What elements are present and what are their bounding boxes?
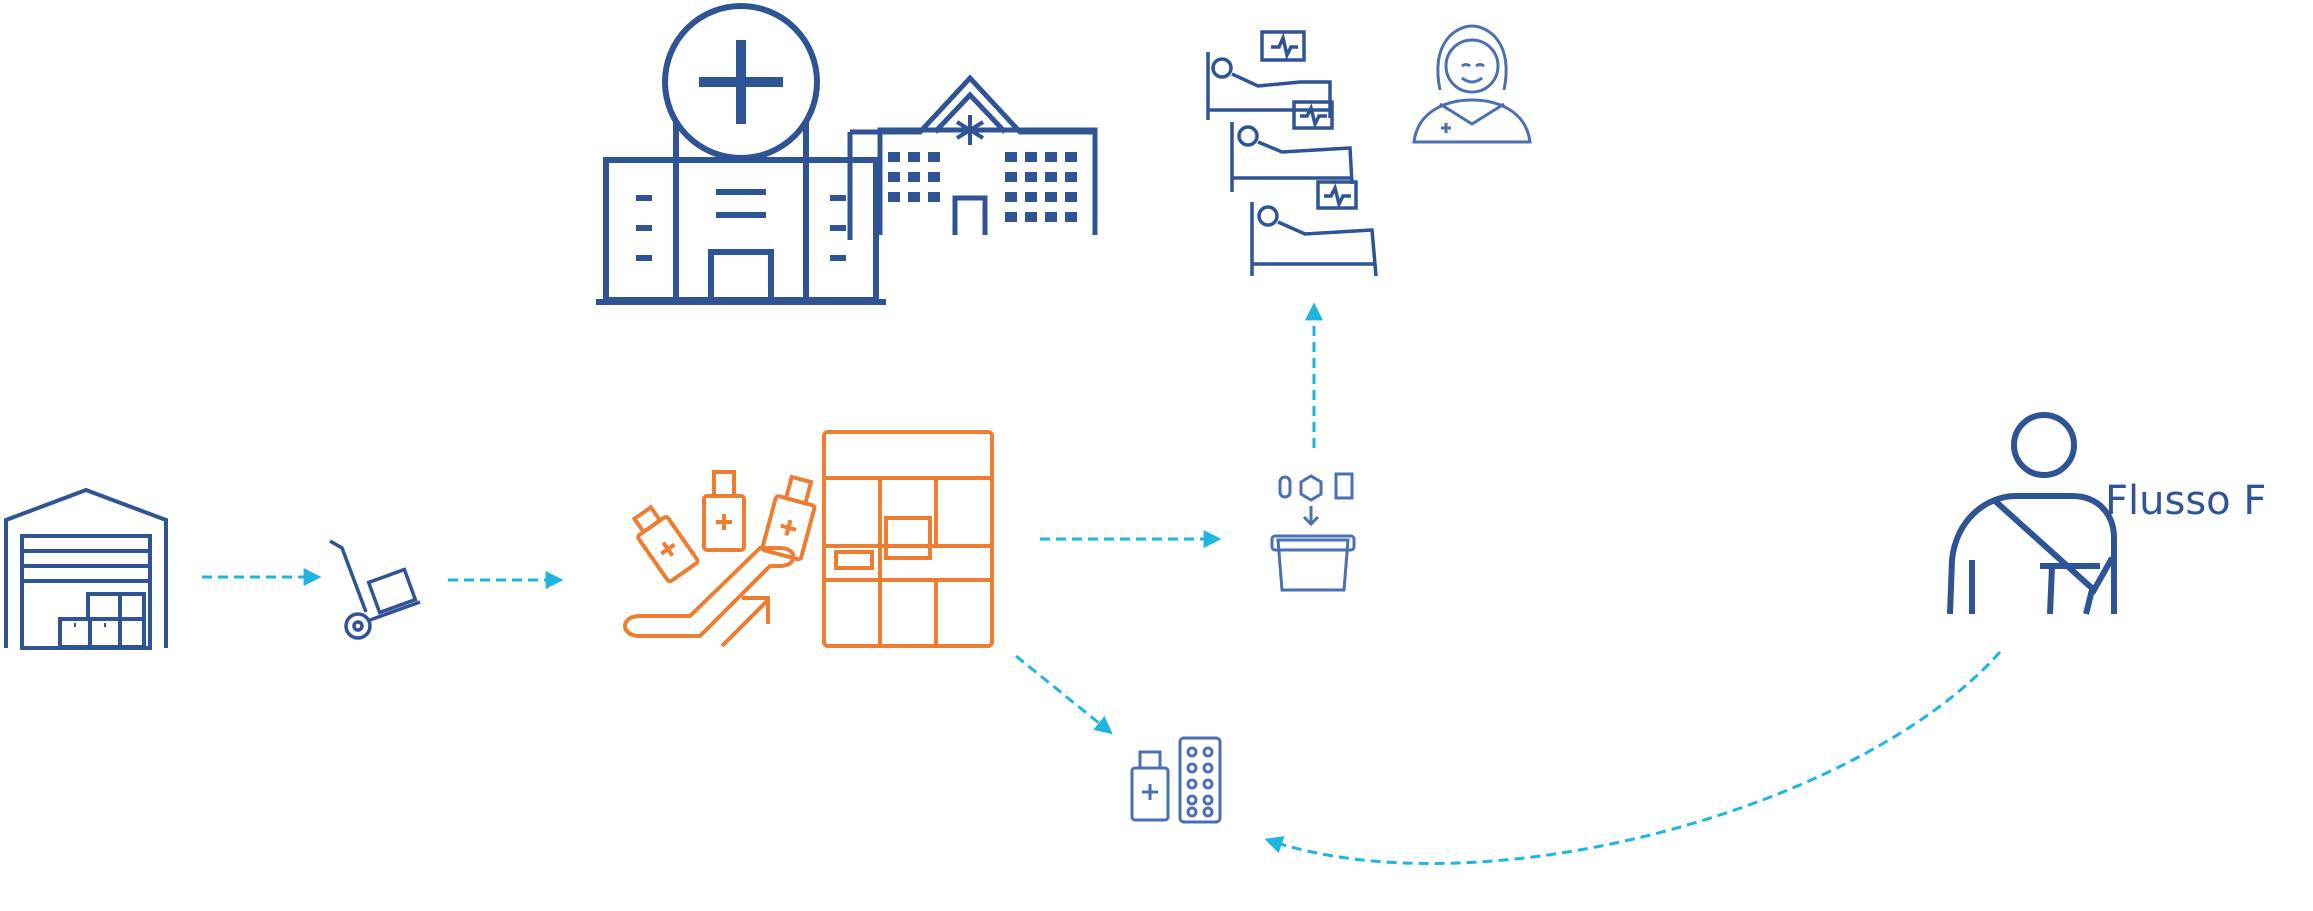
automated-pharmacy-cabinet-icon [822,430,994,648]
medicine-escalator-icon [623,470,817,648]
arrow-cabinet-to-medicines [1015,654,1113,735]
second-hospital-building [847,74,1098,240]
nurse-icon [1412,24,1532,144]
medicine-bottle-and-pills-icon [1130,736,1222,824]
flow-label: Flusso F [2105,478,2267,524]
hospital-buildings-icon [596,3,886,305]
patient-with-arm-sling-icon [1947,412,2117,615]
medication-box-icon [1270,472,1356,592]
arrow-patient-to-medicines [1264,651,2002,865]
warehouse-icon [4,487,168,650]
hospital-beds-icon [1206,30,1378,277]
flow-arrows [202,302,2002,865]
hand-truck-icon [329,539,421,640]
hospital-windows [888,152,1077,222]
